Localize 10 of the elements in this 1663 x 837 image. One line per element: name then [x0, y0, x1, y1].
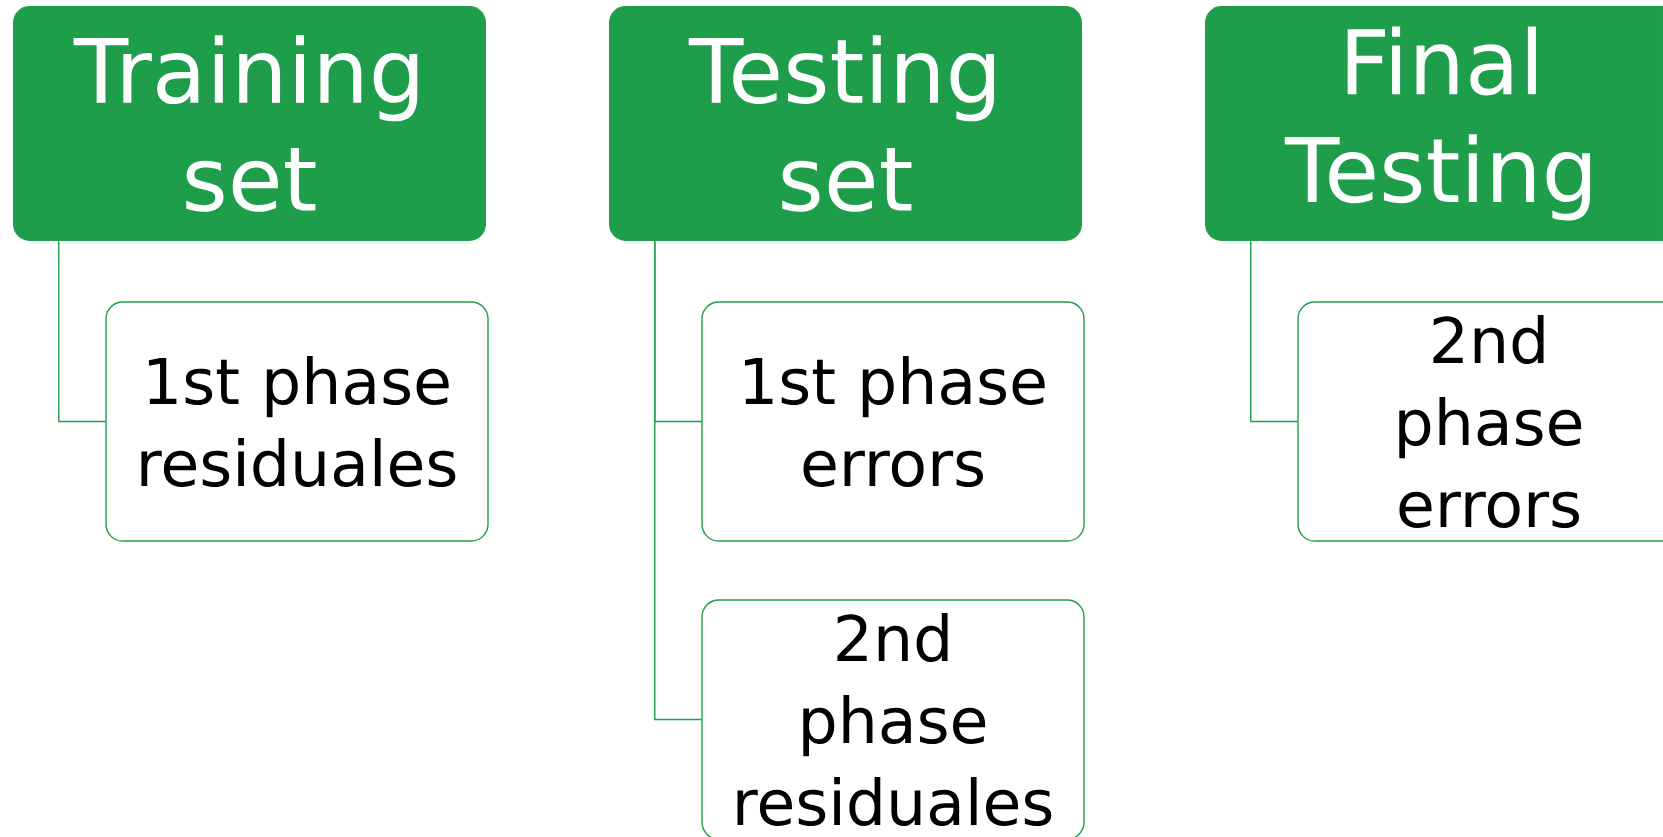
item-box: 2nd phase residuales: [701, 599, 1085, 837]
item-box: 1st phase errors: [701, 301, 1085, 542]
connector-line: [654, 240, 702, 721]
item-box: 2nd phase errors: [1297, 301, 1663, 542]
item-box: 1st phase residuales: [105, 301, 489, 542]
header-box: Training set: [13, 6, 486, 241]
connector-line: [1250, 240, 1299, 423]
header-box: Final Testing: [1205, 6, 1663, 241]
connector-line: [58, 240, 106, 423]
header-box: Testing set: [609, 6, 1082, 241]
